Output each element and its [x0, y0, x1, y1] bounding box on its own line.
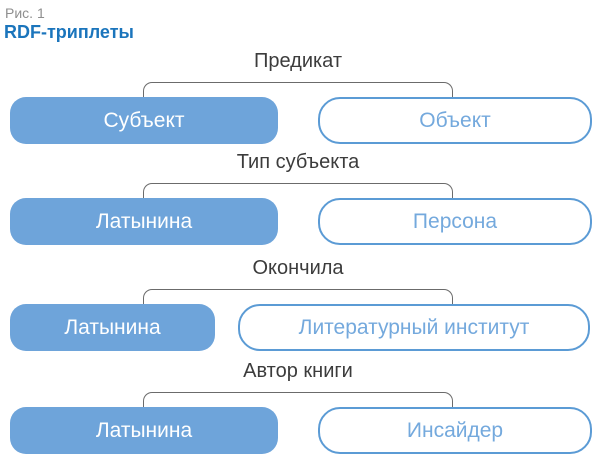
subject-box: Латынина — [10, 407, 278, 454]
subject-box: Субъект — [10, 97, 278, 144]
bracket-connector — [143, 392, 453, 408]
subject-box: Латынина — [10, 198, 278, 245]
predicate-label: Предикат — [253, 50, 343, 72]
subject-label: Субъект — [103, 108, 185, 132]
object-box: Инсайдер — [318, 407, 592, 454]
triplet-row-subject-type: Тип субъекта Латынина Персона — [0, 151, 600, 247]
triplet-row-graduated: Окончила Латынина Литературный институт — [0, 257, 600, 353]
figure-title: RDF-триплеты — [4, 22, 134, 42]
predicate-label: Окончила — [252, 257, 344, 279]
subject-label: Латынина — [95, 418, 193, 442]
object-box: Объект — [318, 97, 592, 144]
object-label: Литературный институт — [298, 315, 530, 339]
figure-caption: Рис. 1 — [5, 5, 45, 21]
triplet-row-predicate: Предикат Субъект Объект — [0, 50, 600, 146]
bracket-connector — [143, 183, 453, 199]
triplet-row-book-author: Автор книги Латынина Инсайдер — [0, 360, 600, 456]
object-label: Объект — [419, 108, 491, 132]
object-label: Персона — [412, 209, 498, 233]
bracket-connector — [143, 289, 453, 305]
bracket-connector — [143, 82, 453, 98]
subject-label: Латынина — [95, 209, 193, 233]
predicate-label: Тип субъекта — [236, 151, 360, 173]
predicate-label: Автор книги — [243, 360, 353, 382]
subject-label: Латынина — [64, 315, 161, 339]
object-box: Литературный институт — [238, 304, 590, 351]
object-label: Инсайдер — [406, 418, 504, 442]
object-box: Персона — [318, 198, 592, 245]
subject-box: Латынина — [10, 304, 215, 351]
